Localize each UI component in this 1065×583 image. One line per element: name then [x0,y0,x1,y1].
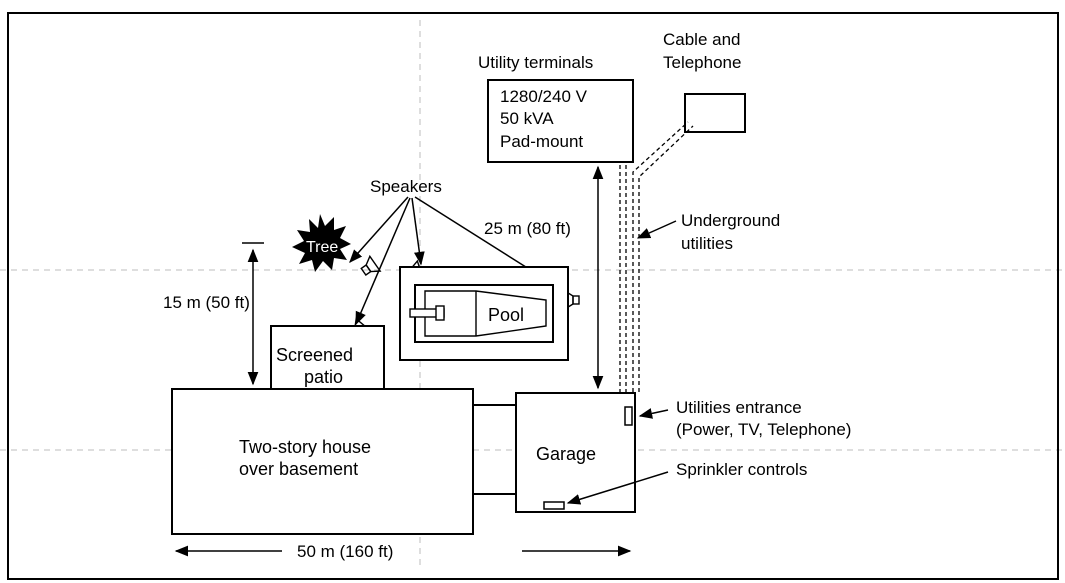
pool [409,284,554,343]
transformer-voltage: 1280/240 V [500,87,588,106]
cable-label-line1: Cable and [663,30,741,49]
dimension-50m-label: 50 m (160 ft) [297,542,393,561]
entrance-label-line1: Utilities entrance [676,398,802,417]
utility-terminals-label: Utility terminals [478,53,593,72]
tree-label: Tree [306,239,338,256]
patio-label-line2: patio [304,367,343,387]
underground-utilities-lines [619,121,694,392]
garage-label: Garage [536,444,596,464]
screened-patio [270,325,385,390]
underground-label-line2: utilities [681,234,733,253]
breezeway [473,404,516,495]
house [171,388,474,535]
entrance-pointer [638,408,669,419]
sprinkler-label: Sprinkler controls [676,460,807,479]
pool-label: Pool [488,305,524,325]
transformer-rating: 50 kVA [500,109,554,128]
dimension-25m-label: 25 m (80 ft) [484,219,571,238]
diagram-frame [7,12,1059,580]
patio-label-line1: Screened [276,345,353,365]
speakers-label: Speakers [370,177,442,196]
house-label-line2: over basement [239,459,358,479]
cable-label-line2: Telephone [663,53,741,72]
transformer-box [487,79,634,163]
sprinkler-controls-marker [543,501,565,510]
entrance-label-line2: (Power, TV, Telephone) [676,420,851,439]
speaker-icon [360,254,382,276]
garage [515,392,636,513]
house-label-line1: Two-story house [239,437,371,457]
tree-icon [292,214,351,272]
underground-label-line1: Underground [681,211,780,230]
cable-telephone-box [684,93,746,133]
sprinkler-pointer [566,471,669,505]
underground-pointer [636,220,677,239]
transformer-type: Pad-mount [500,132,583,151]
dimension-15m-label: 15 m (50 ft) [163,293,250,312]
utilities-entrance-marker [624,406,633,426]
